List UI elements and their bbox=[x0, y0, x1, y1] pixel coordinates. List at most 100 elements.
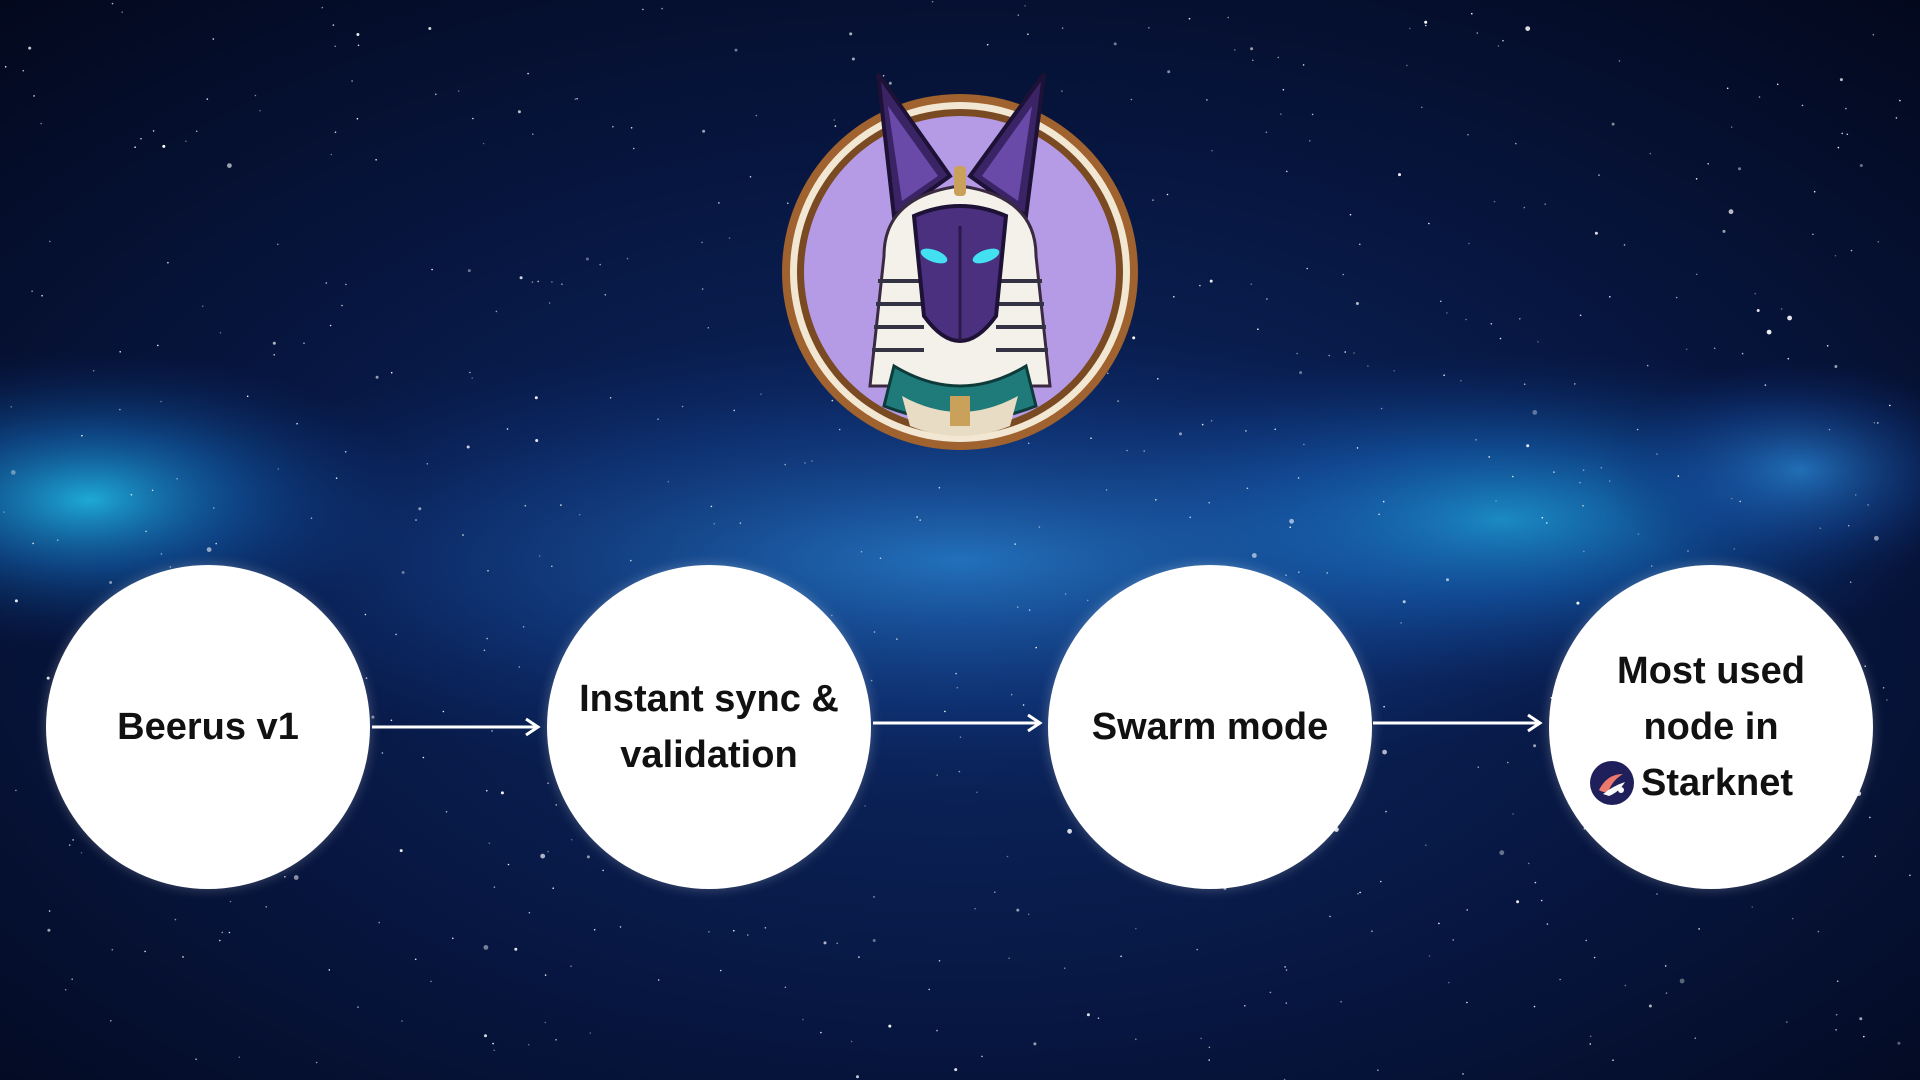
star bbox=[986, 43, 989, 46]
star bbox=[1787, 315, 1792, 321]
star bbox=[378, 921, 381, 924]
star bbox=[1167, 70, 1171, 74]
star bbox=[1027, 913, 1030, 916]
star bbox=[1812, 233, 1814, 236]
jackal-god-mascot-icon bbox=[782, 72, 1138, 450]
star bbox=[1758, 96, 1761, 98]
star bbox=[492, 1042, 494, 1045]
star bbox=[1428, 955, 1431, 957]
star bbox=[206, 547, 212, 552]
star bbox=[1028, 609, 1031, 611]
node-label-line2: node in bbox=[1643, 706, 1779, 748]
star bbox=[1846, 133, 1849, 136]
star bbox=[1738, 167, 1741, 171]
star bbox=[330, 153, 333, 156]
star bbox=[1649, 152, 1652, 155]
star bbox=[1650, 565, 1653, 567]
star bbox=[1377, 1069, 1379, 1071]
star bbox=[896, 638, 898, 640]
star bbox=[10, 406, 12, 408]
star bbox=[1656, 893, 1658, 895]
star bbox=[755, 114, 758, 117]
star bbox=[1329, 915, 1331, 918]
star bbox=[928, 988, 930, 991]
star bbox=[1061, 90, 1063, 92]
star bbox=[167, 261, 169, 264]
star bbox=[1027, 442, 1030, 445]
star bbox=[1355, 302, 1359, 305]
star bbox=[212, 38, 215, 40]
star bbox=[130, 493, 133, 496]
star bbox=[1179, 432, 1182, 436]
star bbox=[1152, 199, 1154, 201]
star bbox=[1598, 174, 1600, 176]
star bbox=[64, 988, 67, 991]
star bbox=[1523, 383, 1526, 386]
star bbox=[1269, 991, 1272, 994]
star bbox=[1776, 83, 1779, 86]
star bbox=[1488, 456, 1490, 458]
star bbox=[576, 97, 578, 100]
star bbox=[522, 626, 525, 628]
star bbox=[1443, 374, 1445, 377]
star bbox=[707, 327, 710, 329]
star bbox=[1326, 572, 1328, 574]
star bbox=[1882, 687, 1885, 689]
star bbox=[1359, 243, 1361, 246]
star bbox=[219, 939, 221, 942]
star bbox=[882, 74, 885, 77]
star bbox=[219, 331, 222, 334]
star bbox=[994, 891, 996, 893]
star bbox=[1380, 407, 1383, 410]
star bbox=[1864, 665, 1866, 667]
star bbox=[144, 950, 146, 953]
star bbox=[1130, 98, 1133, 101]
star bbox=[612, 125, 614, 128]
star bbox=[1909, 874, 1911, 877]
star bbox=[68, 844, 71, 846]
flow-node-beerus-v1: Beerus v1 bbox=[46, 565, 370, 889]
star bbox=[1297, 477, 1300, 479]
star bbox=[1188, 17, 1191, 20]
star bbox=[1873, 422, 1876, 424]
flow-node-instant-sync: Instant sync & validation bbox=[547, 565, 871, 889]
star bbox=[1656, 453, 1658, 455]
star bbox=[31, 290, 33, 293]
star bbox=[1813, 190, 1816, 193]
star bbox=[719, 969, 722, 972]
star bbox=[1593, 956, 1596, 959]
star bbox=[174, 918, 177, 921]
star bbox=[487, 569, 489, 572]
star bbox=[452, 937, 454, 940]
star bbox=[1502, 39, 1504, 42]
flow-node-most-used: Most used node in Starknet bbox=[1549, 565, 1873, 889]
star bbox=[1380, 880, 1382, 883]
star bbox=[33, 95, 35, 97]
star bbox=[1006, 855, 1009, 858]
star bbox=[531, 281, 534, 283]
star bbox=[956, 686, 959, 689]
star bbox=[1064, 593, 1067, 595]
star bbox=[1460, 379, 1462, 382]
star bbox=[395, 633, 397, 636]
star bbox=[1008, 957, 1010, 959]
star bbox=[335, 477, 338, 480]
star bbox=[701, 241, 703, 244]
star bbox=[1234, 49, 1236, 51]
star bbox=[1468, 242, 1470, 245]
star bbox=[1289, 526, 1291, 528]
star bbox=[1211, 149, 1213, 152]
star bbox=[870, 679, 873, 682]
star bbox=[1340, 1001, 1342, 1003]
node-label: Instant sync & validation bbox=[579, 678, 839, 776]
star bbox=[1284, 966, 1286, 968]
star bbox=[551, 281, 553, 283]
star bbox=[820, 1031, 822, 1034]
star bbox=[1801, 104, 1804, 107]
star bbox=[974, 907, 976, 910]
star bbox=[561, 283, 563, 286]
star bbox=[657, 418, 659, 421]
star bbox=[185, 140, 187, 143]
star bbox=[201, 305, 204, 308]
star bbox=[1534, 881, 1537, 884]
